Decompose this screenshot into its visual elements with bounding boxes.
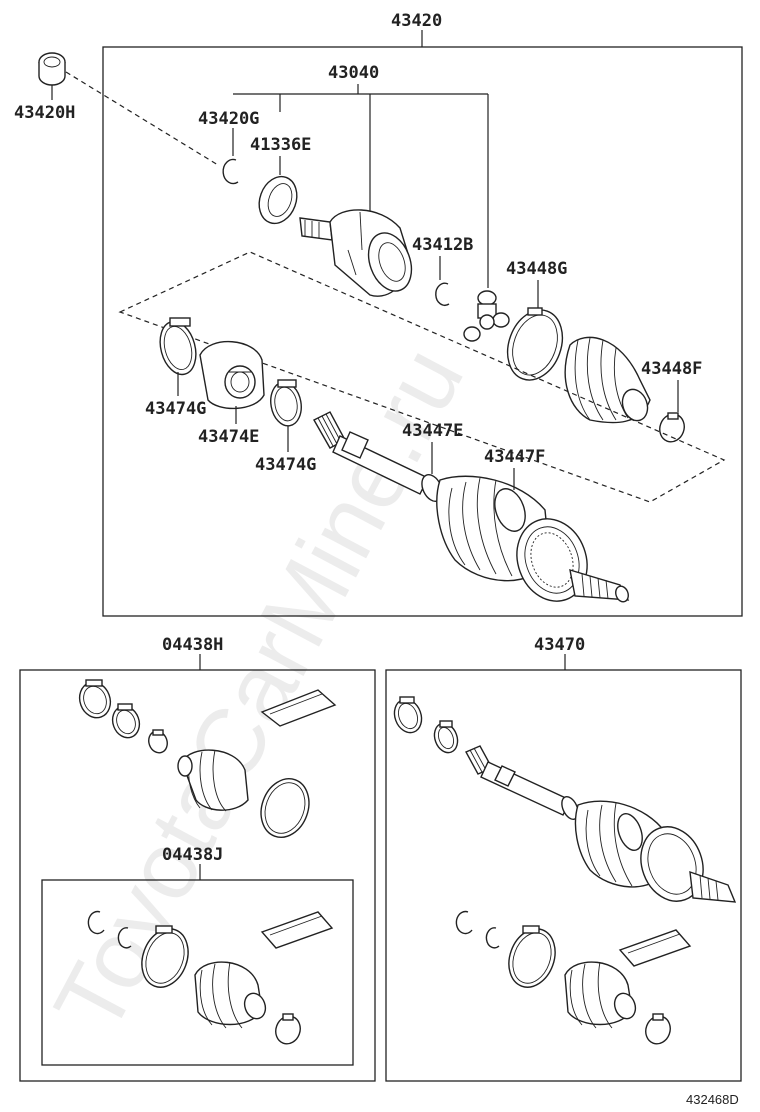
label-43447E[interactable]: 43447E	[402, 421, 463, 441]
boot-kit-outline	[118, 251, 726, 503]
inboard-boot[interactable]	[564, 336, 652, 424]
label-43040[interactable]: 43040	[328, 63, 379, 83]
assembly-box-04438J	[41, 879, 354, 1066]
snap-ring-43412B[interactable]	[435, 282, 450, 306]
label-43474G-left[interactable]: 43474G	[145, 399, 206, 419]
label-43420H[interactable]: 43420H	[14, 103, 75, 123]
label-41336E[interactable]: 41336E	[250, 135, 311, 155]
assembly-box-43420	[102, 46, 743, 617]
assembly-box-04438H	[19, 669, 376, 1082]
drive-shaft[interactable]	[313, 411, 630, 611]
seal-ring-41336E[interactable]	[253, 171, 303, 228]
kit-04438H-grease-pack[interactable]	[260, 689, 337, 727]
kit-04438H-large-band[interactable]	[253, 772, 317, 844]
diagram-code: 432468D	[686, 1092, 739, 1107]
snap-ring-43420G[interactable]	[222, 158, 239, 185]
boot-band-43448G[interactable]	[498, 302, 571, 387]
label-43420G[interactable]: 43420G	[198, 109, 259, 129]
tripod-joint[interactable]	[463, 290, 510, 342]
label-04438J[interactable]: 04438J	[162, 845, 223, 865]
label-43474G-right[interactable]: 43474G	[255, 455, 316, 475]
label-43448G[interactable]: 43448G	[506, 259, 567, 279]
label-43420[interactable]: 43420	[391, 11, 442, 31]
boot-band-43448F[interactable]	[656, 411, 688, 446]
assembly-box-43470	[385, 669, 742, 1082]
dust-cover-part[interactable]	[38, 52, 66, 86]
outer-boot-43474E[interactable]	[199, 341, 265, 410]
kit-04438H-boot[interactable]	[177, 749, 249, 812]
label-43448F[interactable]: 43448F	[641, 359, 702, 379]
boot-band-43474G-right[interactable]	[267, 379, 304, 429]
kit-04438H-bands[interactable]	[75, 678, 170, 755]
label-43447F[interactable]: 43447F	[484, 447, 545, 467]
label-43470[interactable]: 43470	[534, 635, 585, 655]
kit-04438J-parts[interactable]	[87, 910, 334, 1048]
shaft-assy-43470-kit[interactable]	[455, 910, 692, 1048]
inboard-joint-housing[interactable]	[299, 209, 419, 297]
shaft-assy-43470-shaft[interactable]	[465, 745, 737, 910]
shaft-assy-43470-bands[interactable]	[390, 696, 461, 756]
label-43474E[interactable]: 43474E	[198, 427, 259, 447]
label-43412B[interactable]: 43412B	[412, 235, 473, 255]
boot-band-43474G-left[interactable]	[155, 317, 202, 379]
label-04438H[interactable]: 04438H	[162, 635, 223, 655]
